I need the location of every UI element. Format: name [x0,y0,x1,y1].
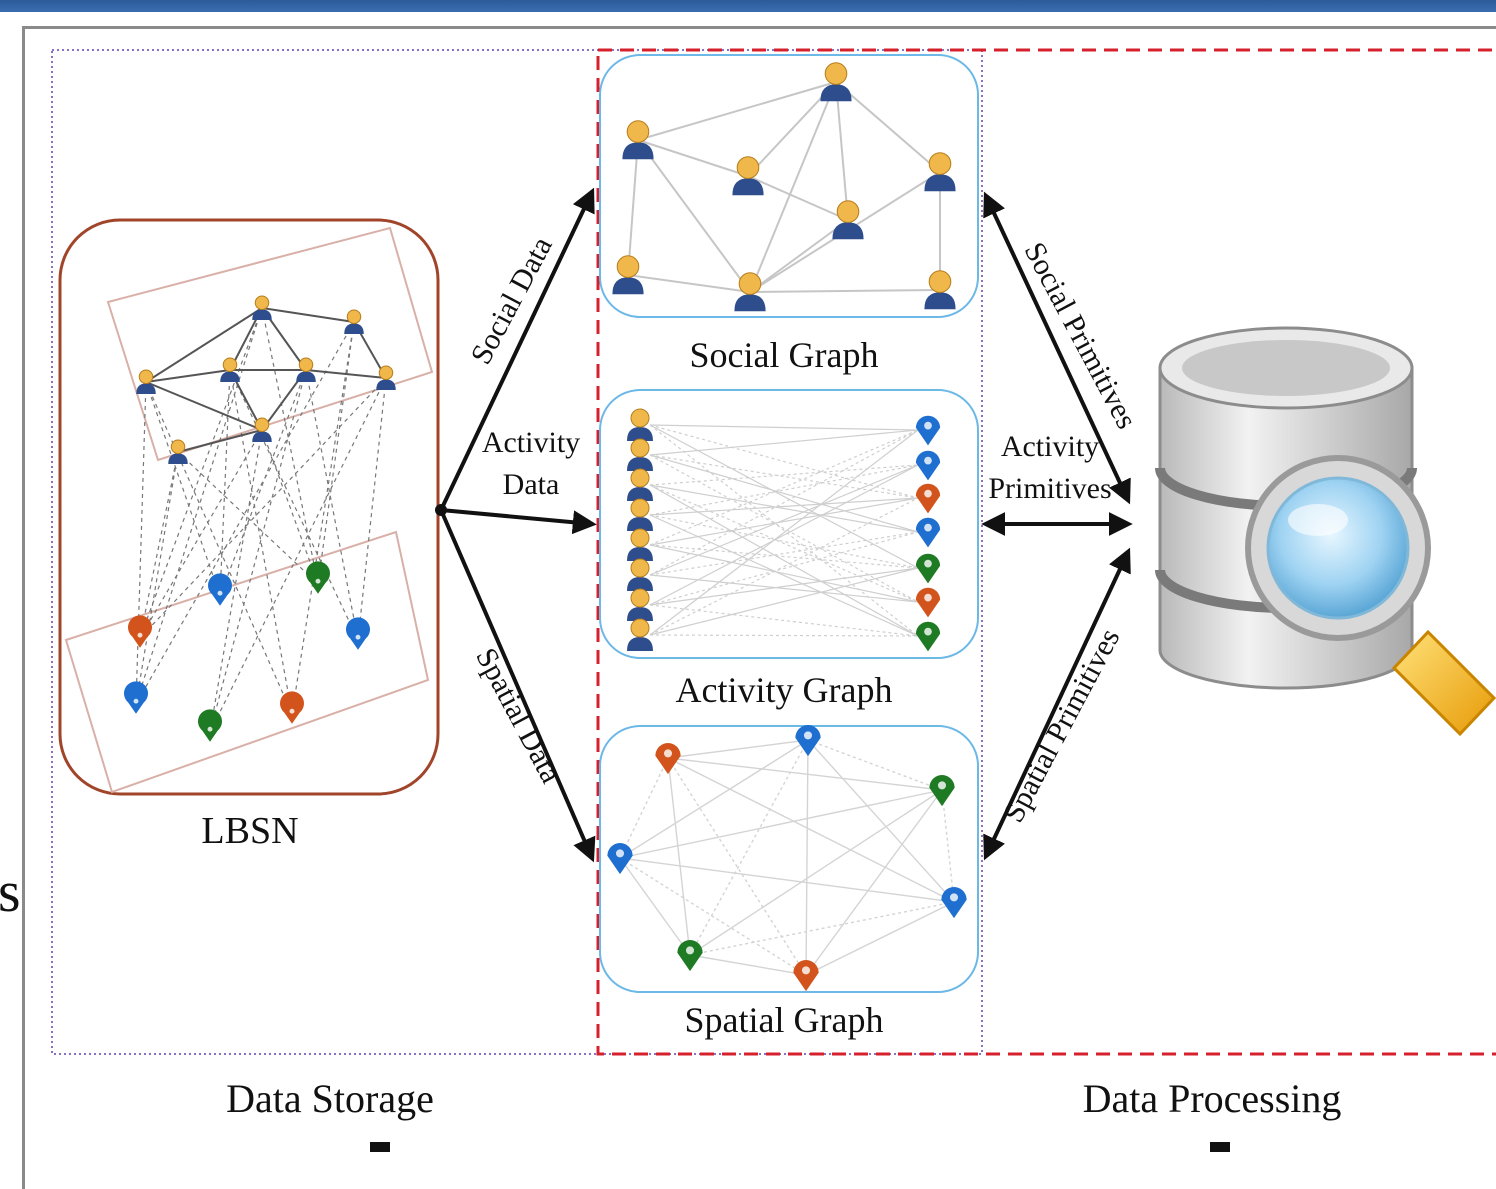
activity-graph-label: Activity Graph [676,670,893,710]
location-pin-icon [346,617,370,650]
social-graph [612,62,956,312]
social-primitives-label: Social Primitives [1018,237,1144,434]
architecture-diagram: LBSN Social Graph Activity Graph Spatial… [51,48,1496,1152]
location-pin-icon [305,561,331,594]
location-pin-icon [280,691,304,724]
magnifier-icon [1245,455,1496,737]
side-glyph: s [0,859,21,924]
location-pin-icon [915,553,941,584]
lbsn-label: LBSN [201,810,298,852]
user-icon [344,309,364,334]
user-icon [820,62,852,102]
social-primitives-arrow [983,191,1131,505]
user-icon [136,369,156,394]
social-graph-panel [599,54,979,318]
location-pin-icon [915,587,941,618]
location-pin-icon [915,517,941,548]
user-icon [252,417,272,442]
activity-primitives-label-line2: Primitives [988,472,1111,505]
user-icon [627,618,653,651]
spatial-graph-panel [599,725,979,993]
activity-data-label-line1: Activity [482,426,580,459]
data-storage-label: Data Storage [226,1076,434,1121]
activity-data-arrow [440,508,597,535]
location-pin-icon [208,573,232,606]
location-pin-icon [915,450,941,481]
spatial-primitives-arrow [983,547,1131,861]
location-pin-icon [124,681,148,714]
lbsn-block [58,218,440,796]
user-icon [734,272,766,312]
location-pin-icon [941,887,967,919]
user-icon [376,365,396,390]
user-icon [622,120,654,160]
user-icon [627,528,653,561]
location-pin-icon [197,709,222,742]
user-icon [924,270,956,310]
user-icon [732,156,764,196]
user-icon [627,408,653,441]
social-data-label: Social Data [464,231,558,369]
data-processing-label: Data Processing [1083,1076,1342,1121]
activity-data-label-line2: Data [503,468,560,501]
location-pin-icon [677,940,703,972]
user-icon [612,255,644,295]
data-storage-region [51,49,983,1055]
location-pin-icon [607,843,633,875]
spatial-data-arrow [439,509,596,863]
activity-primitives-label-line1: Activity [1001,430,1099,463]
location-pin-icon [915,621,941,652]
user-icon [220,357,240,382]
user-icon [924,152,956,192]
location-pin-icon [793,960,819,992]
spatial-graph-label: Spatial Graph [685,1000,884,1040]
location-pin-icon [915,415,941,446]
user-icon [627,558,653,591]
spatial-graph [607,725,967,992]
data-processing-region [596,48,1496,1056]
location-pin-icon [929,775,955,807]
user-icon [832,200,864,240]
user-icon [627,438,653,471]
user-icon [627,588,653,621]
location-pin-icon [128,615,152,648]
user-icon [168,439,188,464]
storage-pointer-stub [370,1142,390,1152]
activity-graph [627,408,941,652]
user-icon [296,357,316,382]
location-pin-icon [795,725,821,757]
user-icon [627,468,653,501]
social-graph-label: Social Graph [690,335,879,375]
user-icon [627,498,653,531]
location-pin-icon [655,743,681,775]
user-icon [252,295,272,320]
social-data-arrow [439,187,595,511]
spatial-primitives-label: Spatial Primitives [997,623,1127,828]
spatial-data-label: Spatial Data [469,643,567,789]
location-pin-icon [915,483,941,514]
processing-pointer-stub [1210,1142,1230,1152]
top-accent-bar [0,0,1496,12]
